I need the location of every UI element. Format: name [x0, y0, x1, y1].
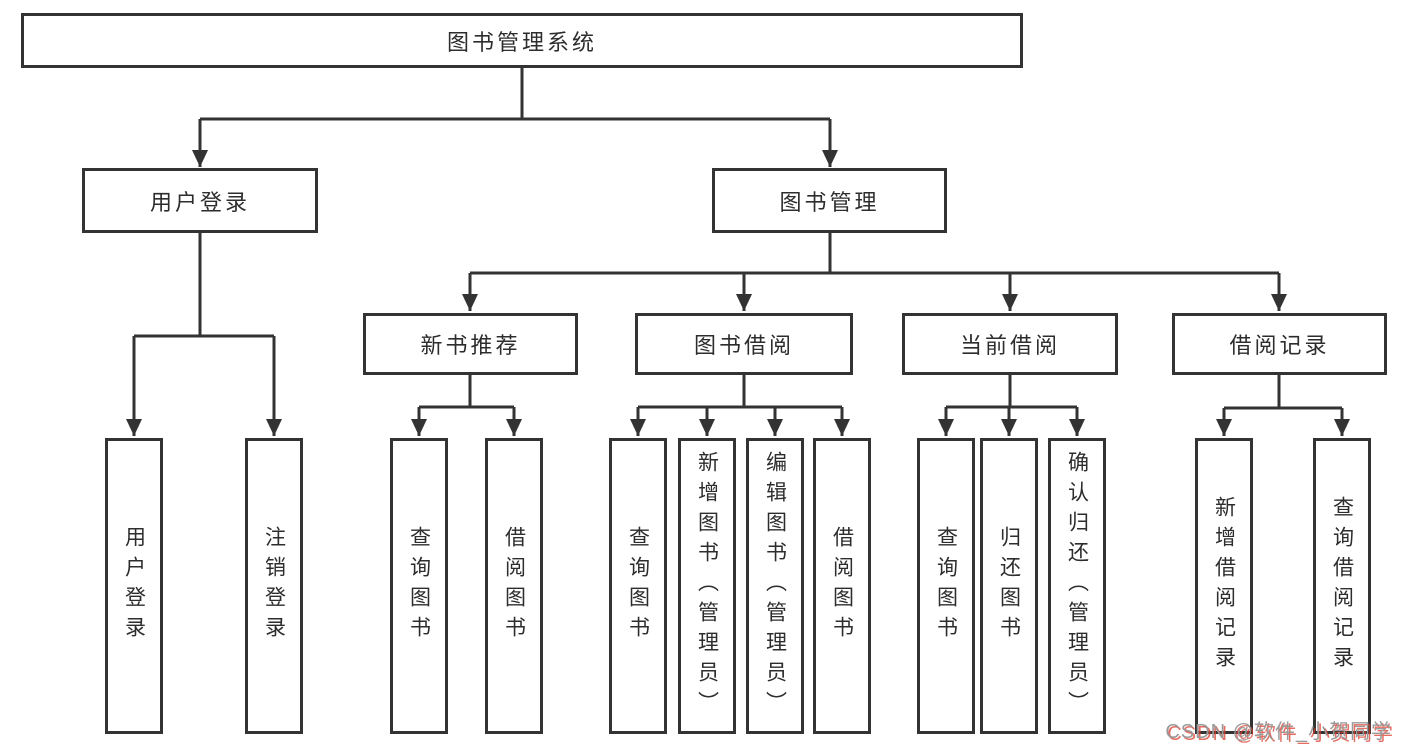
leaf-add-borrow-record: 新增借阅记录: [1195, 438, 1253, 734]
node-book-management-label: 图书管理: [779, 189, 880, 215]
leaf-confirm-return-admin: 确认归还（管理员）: [1048, 438, 1106, 734]
node-borrowing-records: 借阅记录: [1172, 313, 1387, 375]
node-root-system: 图书管理系统: [21, 13, 1023, 68]
leaf-return-books-label: 归还图书: [997, 526, 1021, 646]
leaf-add-books-admin-label: 新增图书（管理员）: [695, 451, 719, 721]
leaf-confirm-return-admin-label: 确认归还（管理员）: [1065, 451, 1089, 721]
node-user-login-label: 用户登录: [149, 189, 250, 215]
leaf-add-borrow-record-label: 新增借阅记录: [1212, 496, 1236, 676]
leaf-query-books-current-label: 查询图书: [934, 526, 958, 646]
leaf-edit-books-admin-label: 编辑图书（管理员）: [763, 451, 787, 721]
leaf-user-login: 用户登录: [105, 438, 163, 734]
leaf-query-books-borrowing-label: 查询图书: [626, 526, 650, 646]
leaf-query-borrow-record-label: 查询借阅记录: [1330, 496, 1354, 676]
leaf-borrow-books-recommend-label: 借阅图书: [502, 526, 526, 646]
leaf-borrow-books-borrowing-label: 借阅图书: [830, 526, 854, 646]
leaf-add-books-admin: 新增图书（管理员）: [678, 438, 736, 734]
node-new-book-recommend-label: 新书推荐: [420, 333, 521, 358]
node-book-borrowing: 图书借阅: [635, 313, 853, 375]
node-current-borrowing-label: 当前借阅: [959, 333, 1060, 358]
leaf-borrow-books-borrowing: 借阅图书: [813, 438, 871, 734]
leaf-logout-login: 注销登录: [245, 438, 303, 734]
node-current-borrowing: 当前借阅: [902, 313, 1118, 375]
node-root-system-label: 图书管理系统: [446, 29, 597, 55]
leaf-query-books-recommend-label: 查询图书: [407, 526, 431, 646]
leaf-user-login-label: 用户登录: [122, 526, 146, 646]
connector-skeleton: [134, 66, 1342, 410]
node-book-borrowing-label: 图书借阅: [693, 333, 794, 358]
leaf-query-books-recommend: 查询图书: [390, 438, 448, 734]
node-new-book-recommend: 新书推荐: [363, 313, 578, 375]
node-borrowing-records-label: 借阅记录: [1229, 333, 1330, 358]
leaf-query-books-borrowing: 查询图书: [609, 438, 667, 734]
leaf-query-borrow-record: 查询借阅记录: [1313, 438, 1371, 734]
csdn-watermark: CSDN @软件_小贺同学: [1165, 721, 1392, 743]
leaf-edit-books-admin: 编辑图书（管理员）: [746, 438, 804, 734]
leaf-logout-login-label: 注销登录: [262, 526, 286, 646]
leaf-return-books: 归还图书: [980, 438, 1038, 734]
connector-arrows: [126, 119, 1350, 436]
leaf-query-books-current: 查询图书: [917, 438, 975, 734]
leaf-borrow-books-recommend: 借阅图书: [485, 438, 543, 734]
node-book-management: 图书管理: [712, 168, 947, 233]
node-user-login: 用户登录: [82, 168, 318, 233]
